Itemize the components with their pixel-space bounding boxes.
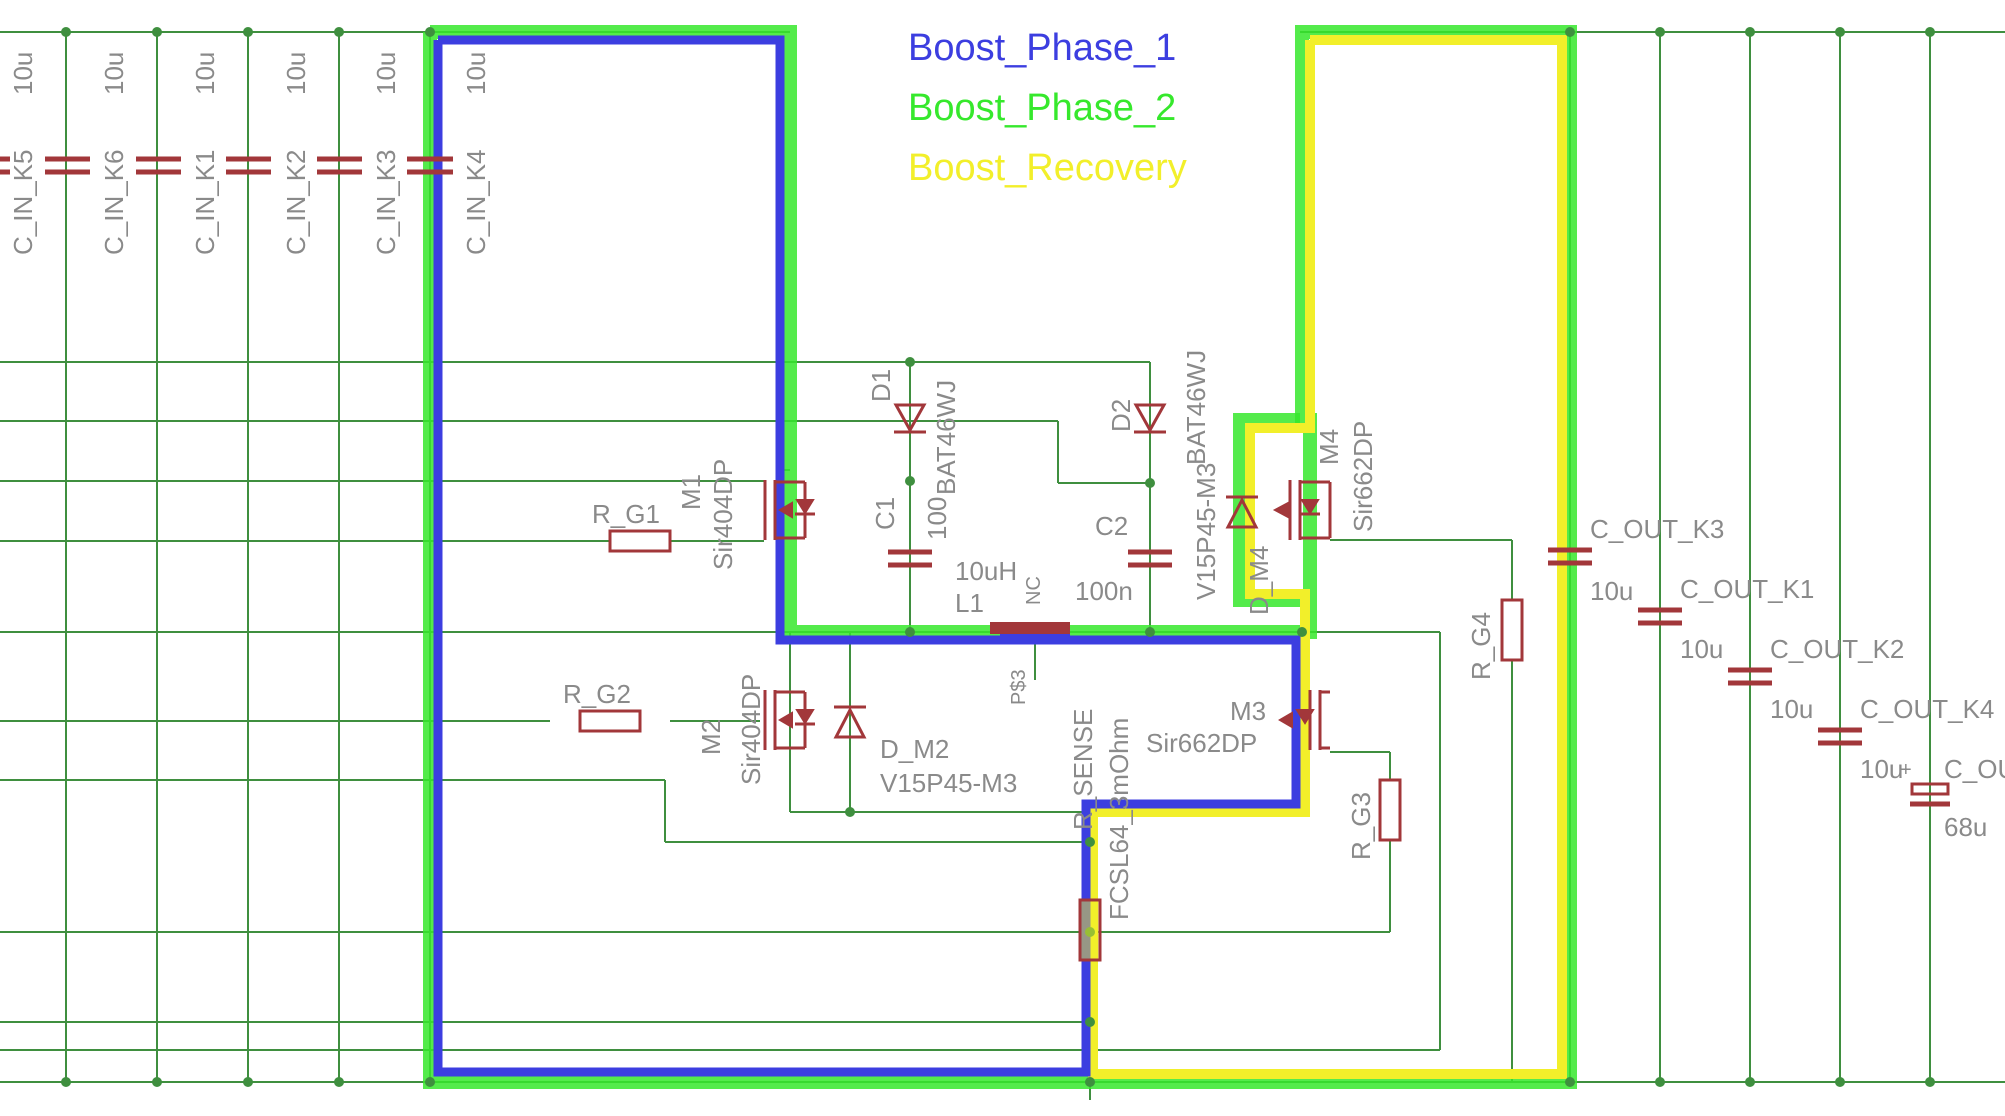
l1-name: L1 bbox=[955, 588, 984, 618]
c2-name: C2 bbox=[1095, 511, 1128, 541]
resistor-r-g4: R_G4 bbox=[1466, 598, 1524, 680]
cap-c-in-k1: 10u C_IN_K1 bbox=[190, 52, 271, 255]
mosfet-m4: M4 Sir662DP bbox=[1272, 421, 1378, 540]
cap-c-out-k1: C_OUT_K1 10u bbox=[1638, 574, 1814, 664]
junctions bbox=[61, 27, 1935, 1087]
input-capacitors: 10u C_IN_K5 10u C_IN_K6 10u C_IN_K1 10u … bbox=[0, 52, 491, 255]
cap-c-in-k5: 10u C_IN_K5 bbox=[0, 52, 90, 255]
l1-nc: NC bbox=[1023, 576, 1045, 605]
polarity-plus: + bbox=[1900, 759, 1912, 781]
cap-name: C_IN_K4 bbox=[461, 150, 491, 256]
c-out-k4-value: 10u bbox=[1860, 754, 1903, 784]
mosfet-m2: M2 Sir404DP bbox=[696, 674, 815, 785]
legend: Boost_Phase_1 Boost_Phase_2 Boost_Recove… bbox=[908, 27, 1187, 189]
m2-name: M2 bbox=[696, 719, 726, 755]
rsense-name: R_SENSE bbox=[1068, 709, 1098, 830]
dm4-name: D_M4 bbox=[1244, 546, 1274, 615]
c1-value: 100 bbox=[922, 497, 952, 540]
c-out-k3-value: 10u bbox=[1590, 576, 1633, 606]
m4-value: Sir662DP bbox=[1348, 421, 1378, 532]
cap-name: C_IN_K6 bbox=[99, 150, 129, 256]
c-out-k2-name: C_OUT_K2 bbox=[1770, 634, 1904, 664]
l1-value: 10uH bbox=[955, 556, 1017, 586]
dm2-name: D_M2 bbox=[880, 734, 949, 764]
inductor-l1: 10uH L1 NC P$3 bbox=[955, 556, 1070, 705]
legend-phase-1: Boost_Phase_1 bbox=[908, 27, 1176, 69]
m4-name: M4 bbox=[1314, 429, 1344, 465]
c-out-k1-name: C_OUT_K1 bbox=[1680, 574, 1814, 604]
c1-name: C1 bbox=[870, 497, 900, 530]
c-out-k1-value: 10u bbox=[1680, 634, 1723, 664]
cap-c2: C2 100n bbox=[1075, 511, 1172, 606]
cap-c-in-k6: 10u C_IN_K6 bbox=[99, 52, 181, 255]
c-out-k4-name: C_OUT_K4 bbox=[1860, 694, 1994, 724]
highlight-paths bbox=[423, 25, 1577, 1089]
cap-value: 10u bbox=[190, 52, 220, 95]
d2-name: D2 bbox=[1106, 399, 1136, 432]
resistor-r-g1: R_G1 bbox=[592, 499, 672, 553]
cap-c-out-k3: C_OUT_K3 10u bbox=[1548, 514, 1724, 606]
cap-value: 10u bbox=[99, 52, 129, 95]
legend-phase-2: Boost_Phase_2 bbox=[908, 87, 1176, 129]
m3-name: M3 bbox=[1230, 696, 1266, 726]
dm4-value: V15P45-M3 bbox=[1191, 463, 1221, 600]
cap-c-out-k4: C_OUT_K4 10u bbox=[1818, 694, 1994, 784]
cap-name: C_IN_K3 bbox=[371, 150, 401, 256]
m3-value: Sir662DP bbox=[1146, 728, 1257, 758]
rsense-value: FCSL64_3mOhm bbox=[1104, 718, 1134, 920]
diode-d2: D2 BAT46WJ bbox=[1106, 350, 1211, 465]
c-out-k2-value: 10u bbox=[1770, 694, 1813, 724]
cap-name: C_IN_K1 bbox=[190, 150, 220, 256]
c-out-k3-name: C_OUT_K3 bbox=[1590, 514, 1724, 544]
path-boost-recovery bbox=[1088, 35, 1567, 1079]
mosfet-m1: M1 Sir404DP bbox=[676, 459, 815, 570]
cap-c-out-electrolytic: + C_OU 68u bbox=[1900, 754, 2005, 842]
cap-name: C_IN_K2 bbox=[281, 150, 311, 256]
m1-value: Sir404DP bbox=[708, 459, 738, 570]
path-boost-phase-2 bbox=[423, 25, 1577, 1089]
diode-d1: D1 BAT46WJ bbox=[866, 369, 961, 495]
cap-name: C_IN_K5 bbox=[8, 150, 38, 256]
m2-value: Sir404DP bbox=[736, 674, 766, 785]
path-boost-phase-1 bbox=[433, 35, 1301, 1077]
diode-d-m4: V15P45-M3 D_M4 bbox=[1191, 463, 1274, 615]
c2-value: 100n bbox=[1075, 576, 1133, 606]
legend-recovery: Boost_Recovery bbox=[908, 147, 1187, 189]
mosfet-m3: M3 Sir662DP bbox=[1146, 690, 1330, 758]
cap-c-in-k3: 10u C_IN_K3 bbox=[371, 52, 453, 255]
rg3-name: R_G3 bbox=[1346, 792, 1376, 860]
resistor-r-g3: R_G3 bbox=[1346, 778, 1402, 860]
cap-value: 10u bbox=[461, 52, 491, 95]
dm2-value: V15P45-M3 bbox=[880, 768, 1017, 798]
rg4-name: R_G4 bbox=[1466, 612, 1496, 680]
c-out-electrolytic-value: 68u bbox=[1944, 812, 1987, 842]
cap-value: 10u bbox=[281, 52, 311, 95]
m1-name: M1 bbox=[676, 474, 706, 510]
cap-c1: C1 100 bbox=[870, 497, 952, 568]
d2-value: BAT46WJ bbox=[1181, 350, 1211, 465]
resistor-r-g2: R_G2 bbox=[563, 679, 642, 733]
cap-c-in-k2: 10u C_IN_K2 bbox=[281, 52, 362, 255]
l1-pin: P$3 bbox=[1008, 669, 1030, 705]
rg1-name: R_G1 bbox=[592, 499, 660, 529]
diode-d-m2: D_M2 V15P45-M3 bbox=[833, 705, 1017, 798]
c-out-electrolytic-name: C_OU bbox=[1944, 754, 2005, 784]
cap-c-in-k4: 10u C_IN_K4 bbox=[407, 52, 491, 255]
output-capacitors: C_OUT_K3 10u C_OUT_K1 10u C_OUT_K2 10u C… bbox=[1548, 514, 2005, 842]
cap-value: 10u bbox=[371, 52, 401, 95]
resistor-r-sense: R_SENSE FCSL64_3mOhm bbox=[1068, 709, 1134, 962]
d1-value: BAT46WJ bbox=[931, 380, 961, 495]
rg2-name: R_G2 bbox=[563, 679, 631, 709]
cap-c-out-k2: C_OUT_K2 10u bbox=[1728, 634, 1904, 724]
cap-value: 10u bbox=[8, 52, 38, 95]
d1-name: D1 bbox=[866, 369, 896, 402]
